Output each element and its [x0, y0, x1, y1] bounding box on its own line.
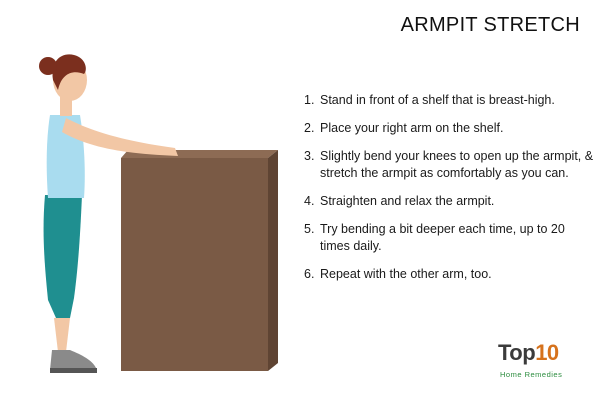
step-text: Place your right arm on the shelf.: [320, 121, 504, 135]
shelf-side: [268, 150, 278, 371]
step-number: 1.: [304, 93, 315, 107]
shoe-sole: [50, 368, 97, 373]
shelf-front: [121, 158, 268, 371]
hair-bun: [39, 57, 57, 75]
pants: [43, 195, 82, 318]
step-number: 6.: [304, 267, 315, 281]
step-text: Stand in front of a shelf that is breast…: [320, 93, 555, 107]
list-item: 1. Stand in front of a shelf that is brea…: [304, 92, 594, 109]
step-number: 4.: [304, 194, 315, 208]
neck: [60, 96, 72, 116]
lower-leg: [54, 318, 70, 352]
step-number: 5.: [304, 222, 315, 236]
logo: Top10 Home Remedies: [498, 340, 588, 390]
list-item: 4. Straighten and relax the armpit.: [304, 193, 594, 210]
logo-top: Top: [498, 340, 536, 365]
page-title: ARMPIT STRETCH: [400, 14, 580, 36]
list-item: 2. Place your right arm on the shelf.: [304, 120, 594, 137]
list-item: 6. Repeat with the other arm, too.: [304, 266, 594, 283]
arm: [62, 118, 178, 156]
logo-ten: 10: [535, 340, 559, 365]
logo-wordmark: Top10: [498, 340, 559, 366]
list-item: 5. Try bending a bit deeper each time, up…: [304, 221, 594, 255]
shoe: [50, 350, 96, 370]
step-text: Repeat with the other arm, too.: [320, 267, 492, 281]
step-number: 3.: [304, 149, 315, 163]
step-text: Slightly bend your knees to open up the …: [320, 149, 594, 180]
step-text: Try bending a bit deeper each time, up t…: [320, 222, 565, 253]
step-number: 2.: [304, 121, 315, 135]
list-item: 3. Slightly bend your knees to open up th…: [304, 148, 594, 182]
steps-list: 1. Stand in front of a shelf that is brea…: [304, 92, 594, 294]
hair: [52, 54, 86, 90]
logo-tagline: Home Remedies: [500, 370, 563, 379]
step-text: Straighten and relax the armpit.: [320, 194, 495, 208]
